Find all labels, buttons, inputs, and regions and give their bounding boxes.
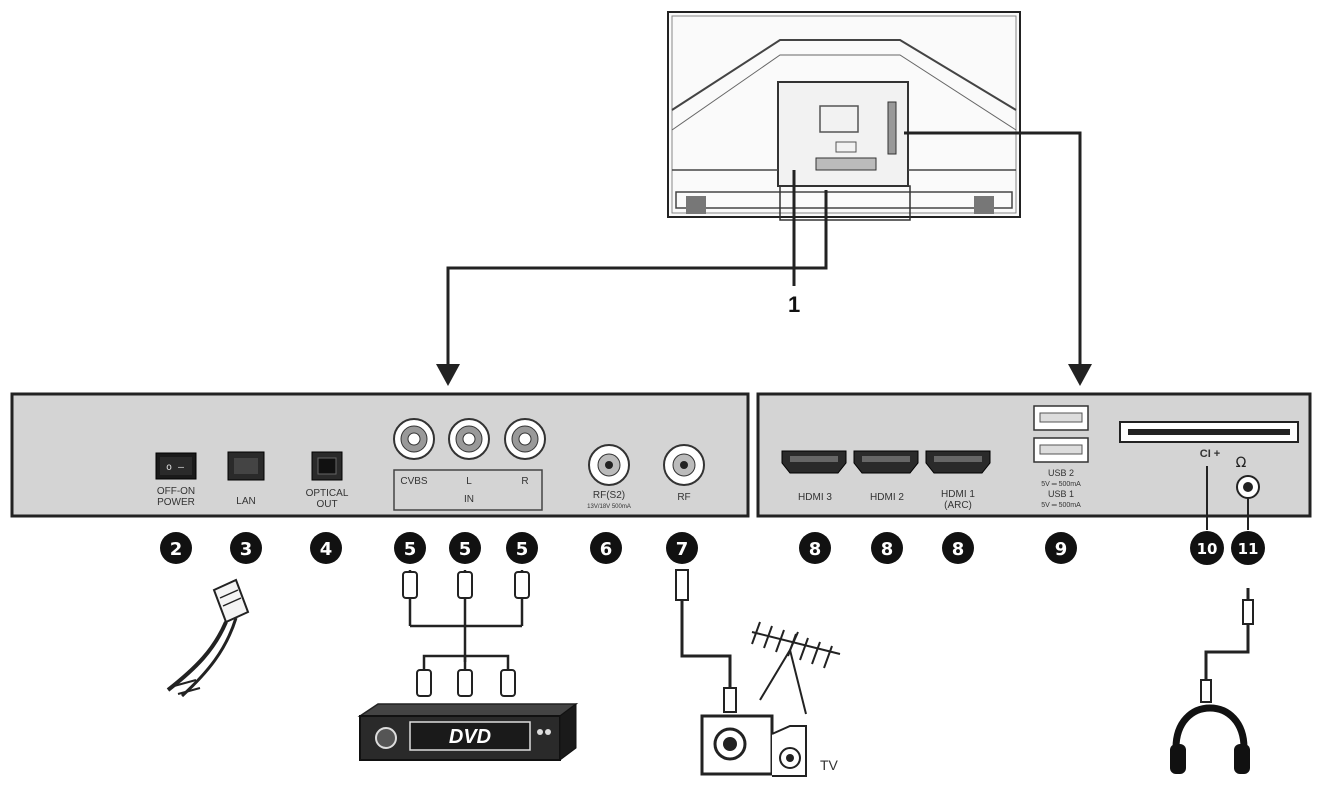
lan-port (227, 451, 265, 481)
svg-text:5: 5 (516, 539, 529, 560)
dvd-player-icon: DVD (357, 703, 579, 761)
callout-11: 11 (1231, 531, 1265, 565)
tv-rear-view (667, 11, 1021, 221)
hdmi-port-2 (853, 450, 919, 474)
arrow-down-left (436, 364, 460, 386)
tv-label: TV (820, 757, 839, 773)
svg-text:o –: o – (166, 462, 185, 473)
rf-s2-sublabel: 13V/18V 500mA (587, 504, 631, 510)
rca-jack-l (448, 418, 490, 460)
usb1-spec: 5V ═ 500mA (1041, 502, 1081, 509)
callout-6: 6 (590, 532, 622, 564)
lan-cable-icon (166, 578, 250, 698)
r-label: R (521, 476, 528, 487)
callout-7: 7 (666, 532, 698, 564)
svg-text:7: 7 (676, 539, 689, 560)
optical-port (311, 451, 343, 481)
callout-10: 10 (1190, 531, 1224, 565)
callout-8-hdmi2: 8 (871, 532, 903, 564)
usb-port-1 (1033, 437, 1089, 463)
av-in-group-box (393, 469, 543, 511)
callout-9: 9 (1045, 532, 1077, 564)
callout-5-l: 5 (449, 532, 481, 564)
headphones-icon (1170, 704, 1250, 774)
cvbs-label: CVBS (400, 476, 428, 487)
right-connector-panel: HDMI 3 HDMI 2 HDMI 1 (ARC) USB 2 5V ═ 50… (756, 392, 1312, 518)
power-label-line2: POWER (157, 497, 195, 508)
svg-text:8: 8 (952, 539, 965, 560)
headphone-symbol-icon: Ω (1236, 455, 1247, 471)
headphone-jack (1236, 475, 1260, 499)
callout-4: 4 (310, 532, 342, 564)
in-label: IN (464, 494, 474, 505)
svg-text:3: 3 (240, 539, 253, 560)
optical-label-line2: OUT (316, 499, 337, 510)
svg-text:9: 9 (1055, 539, 1068, 560)
svg-text:11: 11 (1238, 540, 1259, 558)
rca-jack-cvbs (393, 418, 435, 460)
lan-label: LAN (236, 496, 255, 507)
power-switch: o – (155, 452, 197, 480)
antenna-icon (751, 621, 841, 715)
usb2-label: USB 2 (1048, 468, 1074, 478)
hdmi1-label: HDMI 1 (941, 489, 975, 500)
wall-socket-icon (700, 714, 807, 777)
optical-label-line1: OPTICAL (306, 488, 349, 499)
hdmi1-arc-label: (ARC) (944, 500, 972, 511)
rf-s2-label: RF(S2) (593, 490, 625, 501)
rf-jack (663, 444, 705, 486)
svg-text:4: 4 (320, 539, 333, 560)
rf-label: RF (677, 492, 690, 503)
svg-text:5: 5 (404, 539, 417, 560)
pointer-label: 1 (788, 292, 800, 317)
rca-plugs-top (402, 571, 530, 599)
svg-text:8: 8 (809, 539, 822, 560)
usb1-label: USB 1 (1048, 489, 1074, 499)
hdmi2-label: HDMI 2 (870, 492, 904, 503)
rca-plugs-bottom (416, 669, 516, 697)
ci-label: CI + (1200, 448, 1220, 460)
svg-text:10: 10 (1197, 540, 1218, 558)
callout-8-hdmi1: 8 (942, 532, 974, 564)
svg-text:8: 8 (881, 539, 894, 560)
callout-5-r: 5 (506, 532, 538, 564)
usb2-spec: 5V ═ 500mA (1041, 481, 1081, 488)
rf-s2-jack (588, 444, 630, 486)
svg-text:6: 6 (600, 539, 613, 560)
left-connector-panel: o – OFF-ON POWER LAN OPTICAL OUT (10, 392, 750, 518)
hdmi-port-3 (781, 450, 847, 474)
arrow-down-right (1068, 364, 1092, 386)
pointer-lines (446, 131, 1082, 368)
usb-port-2 (1033, 405, 1089, 431)
power-label-line1: OFF-ON (157, 486, 195, 497)
svg-text:2: 2 (170, 539, 183, 560)
callout-3: 3 (230, 532, 262, 564)
dvd-label: DVD (449, 726, 491, 748)
rca-jack-r (504, 418, 546, 460)
hdmi3-label: HDMI 3 (798, 492, 832, 503)
hdmi-port-1 (925, 450, 991, 474)
svg-text:5: 5 (459, 539, 472, 560)
callout-5-cvbs: 5 (394, 532, 426, 564)
callout-8-hdmi3: 8 (799, 532, 831, 564)
rf-cable-icon (675, 569, 737, 713)
callout-2: 2 (160, 532, 192, 564)
headphone-cable-icon (1200, 588, 1254, 703)
ci-slot (1119, 421, 1299, 443)
l-label: L (466, 476, 472, 487)
